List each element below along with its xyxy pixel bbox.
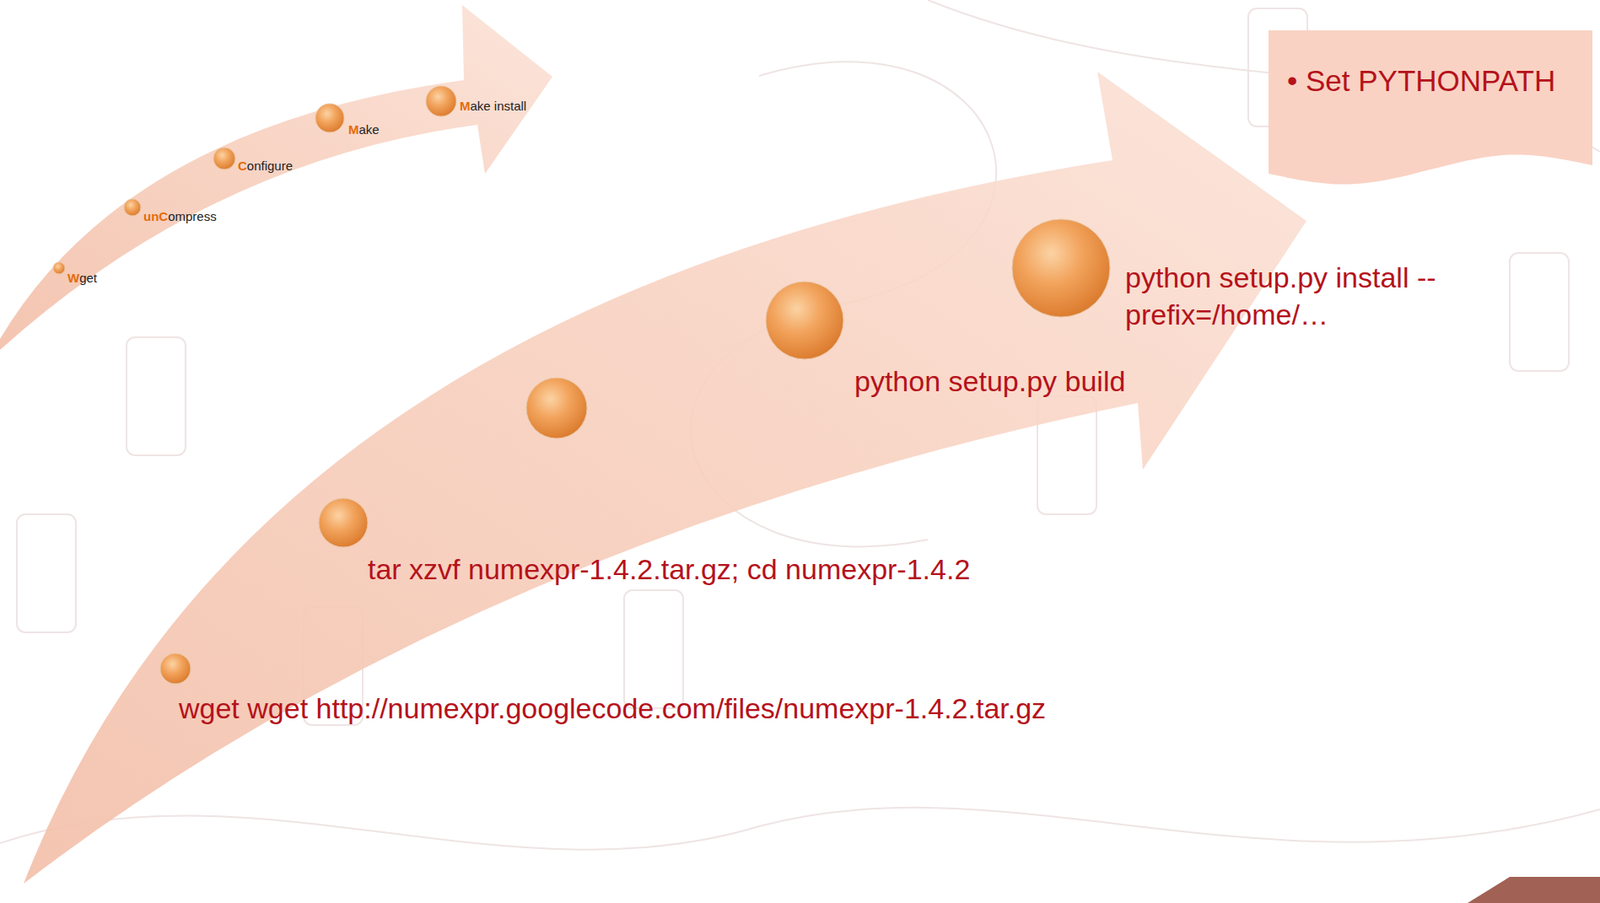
step-dot bbox=[315, 103, 345, 133]
step-label: Make bbox=[348, 122, 380, 137]
step-label: Wget bbox=[67, 270, 97, 286]
command-label: wget wget http://numexpr.googlecode.com/… bbox=[178, 689, 1046, 728]
step-dot bbox=[425, 86, 457, 117]
step-label: unCompress bbox=[143, 209, 217, 224]
step-label: Make install bbox=[459, 98, 527, 114]
step-dot bbox=[765, 281, 844, 360]
step-dot bbox=[318, 498, 368, 548]
step-dot bbox=[160, 653, 191, 685]
command-label: python setup.py build bbox=[854, 362, 1126, 400]
big-process-arrow bbox=[23, 71, 1307, 884]
note-box: • Set PYTHONPATH bbox=[1268, 30, 1593, 191]
note-fill bbox=[1268, 30, 1593, 185]
step-dot bbox=[123, 199, 141, 216]
step-label: Configure bbox=[237, 158, 293, 173]
command-label: tar xzvf numexpr-1.4.2.tar.gz; cd numexp… bbox=[367, 550, 970, 588]
note-shape bbox=[1268, 30, 1593, 191]
corner-ornament bbox=[1467, 877, 1600, 903]
step-dot bbox=[1012, 219, 1110, 318]
note-text: • Set PYTHONPATH bbox=[1287, 64, 1556, 98]
step-dot bbox=[526, 377, 588, 439]
command-label: python setup.py install -- prefix=/home/… bbox=[1125, 258, 1530, 334]
step-dot bbox=[53, 262, 65, 275]
step-dot bbox=[213, 147, 236, 170]
small-process-arrow bbox=[0, 5, 553, 351]
